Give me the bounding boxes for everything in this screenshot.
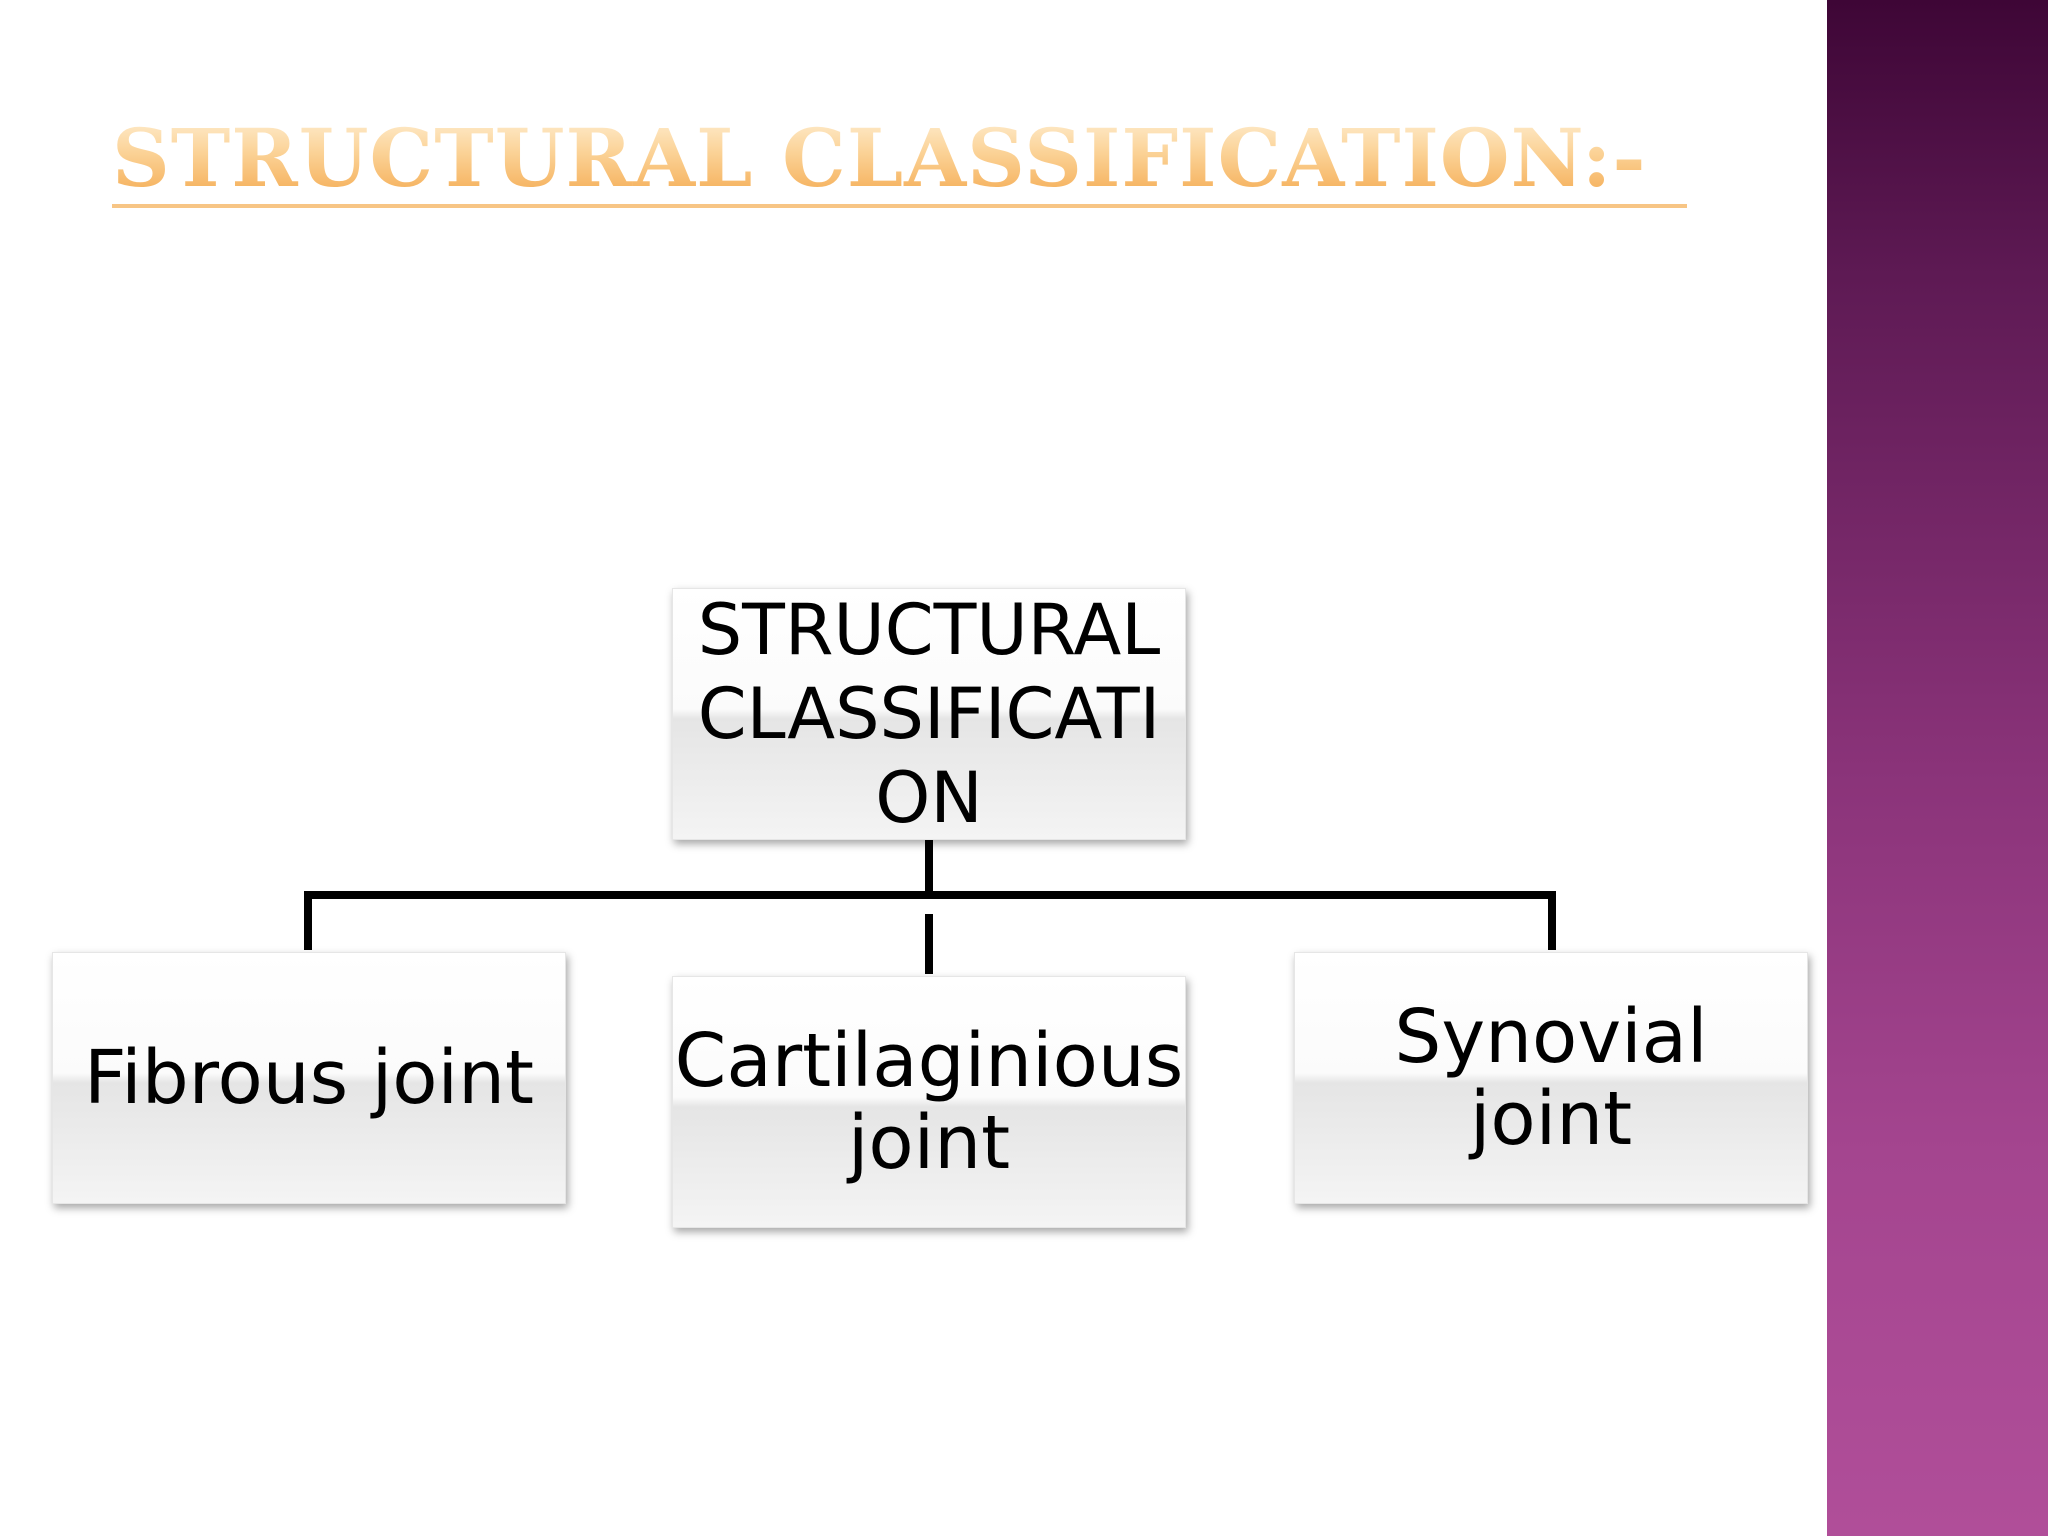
- fibrous-joint-label: Fibrous joint: [83, 1035, 535, 1121]
- slide-title: STRUCTURAL CLASSIFICATION:-: [112, 108, 1687, 208]
- cartilaginious-joint-label: Cartilaginious joint: [674, 1018, 1184, 1186]
- decorative-side-band: [1827, 0, 2048, 1536]
- child-node-synovial-joint: Synovial joint: [1294, 952, 1808, 1204]
- child-node-fibrous-joint: Fibrous joint: [52, 952, 566, 1204]
- child-node-cartilaginious-joint: Cartilaginious joint: [672, 976, 1186, 1228]
- synovial-joint-label: Synovial joint: [1394, 994, 1708, 1162]
- root-node-label: STRUCTURAL CLASSIFICATION: [697, 589, 1161, 839]
- root-node-structural-classification: STRUCTURAL CLASSIFICATION: [672, 588, 1186, 840]
- title-underline: [112, 204, 1687, 208]
